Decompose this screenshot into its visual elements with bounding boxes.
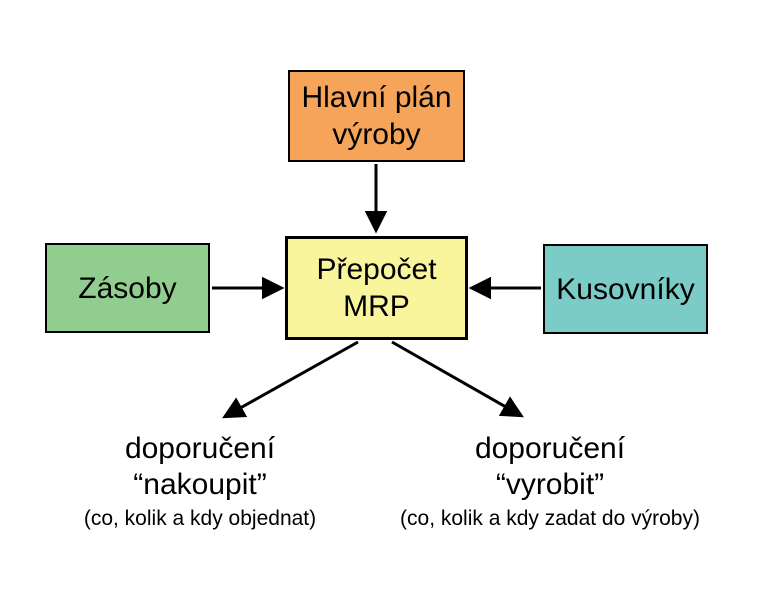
arrow-mrp-to-vyrobit <box>391 340 524 418</box>
node-kusovniky: Kusovníky <box>543 244 708 334</box>
output-vyrobit: doporučení “vyrobit” (co, kolik a kdy za… <box>369 431 731 532</box>
output-vyrobit-note: (co, kolik a kdy zadat do výroby) <box>400 507 700 530</box>
node-hlavni-plan-vyroby: Hlavní plán výroby <box>288 70 465 162</box>
output-nakoupit-note: (co, kolik a kdy objednat) <box>83 507 317 530</box>
arrow-mrp-to-nakoupit <box>222 340 359 419</box>
output-vyrobit-label: doporučení “vyrobit” <box>474 432 626 501</box>
node-zasoby: Zásoby <box>45 243 210 333</box>
node-prepocet-mrp: Přepočet MRP <box>285 236 468 340</box>
output-nakoupit: doporučení “nakoupit” (co, kolik a kdy o… <box>40 431 360 532</box>
output-nakoupit-label: doporučení “nakoupit” <box>124 432 276 501</box>
